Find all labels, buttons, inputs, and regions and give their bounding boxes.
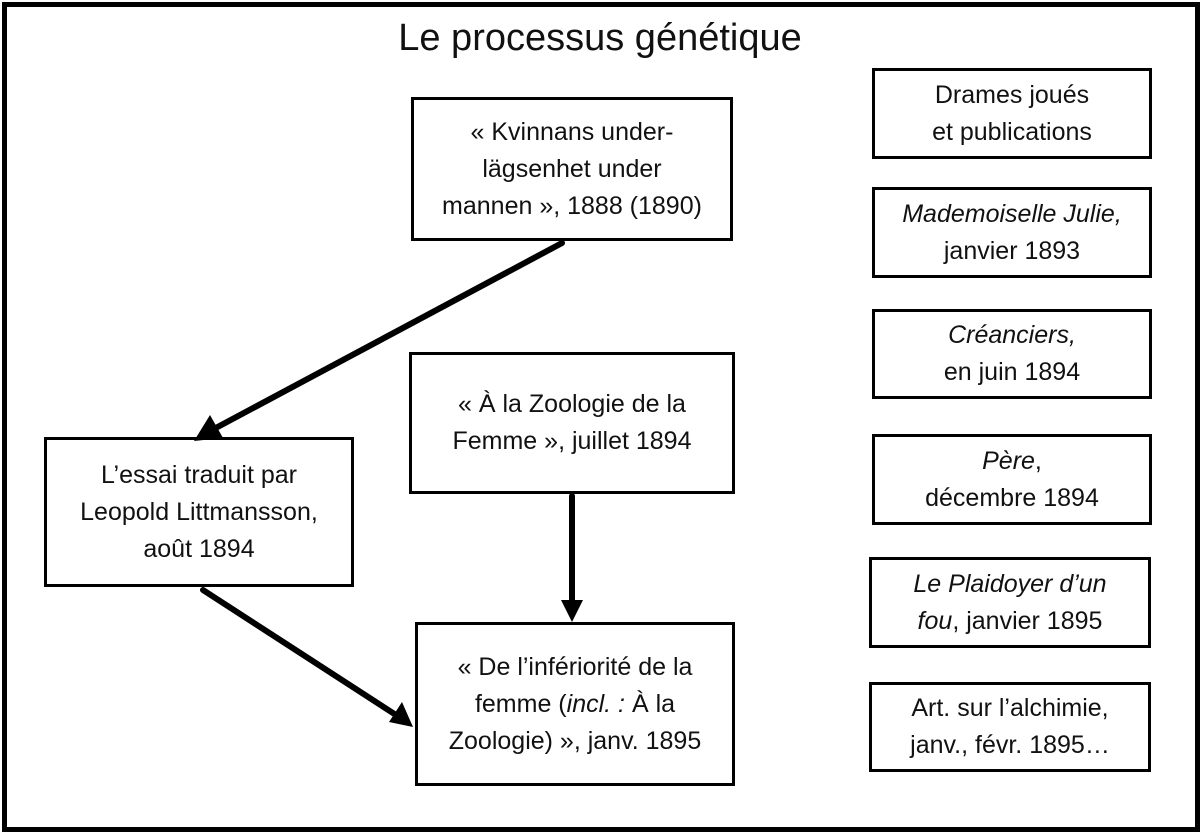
arrowhead-to-inferiorite-diagonal bbox=[389, 702, 413, 727]
box-pere: Père, décembre 1894 bbox=[872, 434, 1152, 525]
box-julie-title: Mademoiselle Julie, bbox=[902, 199, 1122, 228]
box-alchimie-line2: janv., févr. 1895… bbox=[910, 731, 1110, 759]
box-alchimie-line1: Art. sur l’alchimie, bbox=[911, 694, 1109, 722]
box-zoologie-line1: « À la Zoologie de la bbox=[458, 390, 686, 418]
box-creanciers-date: en juin 1894 bbox=[943, 358, 1081, 386]
box-kvinnans-line2: lägsenhet under bbox=[482, 154, 662, 183]
box-creanciers-title: Créanciers, bbox=[948, 321, 1076, 349]
arrowhead-to-inferiorite-vertical bbox=[561, 600, 583, 622]
box-julie-date: janvier 1893 bbox=[943, 236, 1081, 265]
arrowhead-to-essai bbox=[194, 415, 223, 441]
box-inferiorite: « De l’infériorité de la femme (incl. : … bbox=[415, 622, 735, 786]
box-plaidoyer-date: fou, janvier 1895 bbox=[917, 606, 1103, 635]
arrow-kvinnans-to-essai bbox=[209, 240, 565, 433]
box-plaidoyer: Le Plaidoyer d’un fou, janvier 1895 bbox=[869, 557, 1151, 648]
box-creanciers: Créanciers, en juin 1894 bbox=[872, 309, 1152, 399]
box-kvinnans: « Kvinnans under- lägsenhet under mannen… bbox=[411, 97, 733, 241]
box-kvinnans-line1: « Kvinnans under- bbox=[470, 117, 674, 146]
box-inferiorite-line1: « De l’infériorité de la bbox=[457, 652, 693, 681]
box-inferiorite-line2: femme (incl. : À la bbox=[474, 689, 676, 718]
box-zoologie: « À la Zoologie de la Femme », juillet 1… bbox=[409, 352, 735, 494]
box-inferiorite-line3: Zoologie) », janv. 1895 bbox=[448, 726, 702, 755]
box-drames-header-line2: et publications bbox=[932, 117, 1092, 146]
diagram-title: Le processus génétique bbox=[398, 17, 802, 59]
box-drames-header: Drames joués et publications bbox=[872, 68, 1152, 159]
box-essai-line1: L’essai traduit par bbox=[101, 460, 297, 489]
box-plaidoyer-title: Le Plaidoyer d’un bbox=[913, 569, 1107, 598]
box-pere-title: Père, bbox=[982, 446, 1042, 475]
arrow-essai-to-inferiorite bbox=[200, 587, 399, 718]
box-kvinnans-line3: mannen », 1888 (1890) bbox=[442, 191, 702, 220]
box-essai-line3: août 1894 bbox=[143, 534, 255, 563]
box-drames-header-line1: Drames joués bbox=[934, 80, 1090, 109]
box-pere-date: décembre 1894 bbox=[925, 483, 1099, 512]
box-zoologie-line2: Femme », juillet 1894 bbox=[452, 427, 692, 455]
box-essai: L’essai traduit par Leopold Littmansson,… bbox=[44, 437, 354, 587]
box-alchimie: Art. sur l’alchimie, janv., févr. 1895… bbox=[869, 682, 1151, 772]
box-julie: Mademoiselle Julie, janvier 1893 bbox=[872, 187, 1152, 278]
box-essai-line2: Leopold Littmansson, bbox=[80, 497, 318, 526]
